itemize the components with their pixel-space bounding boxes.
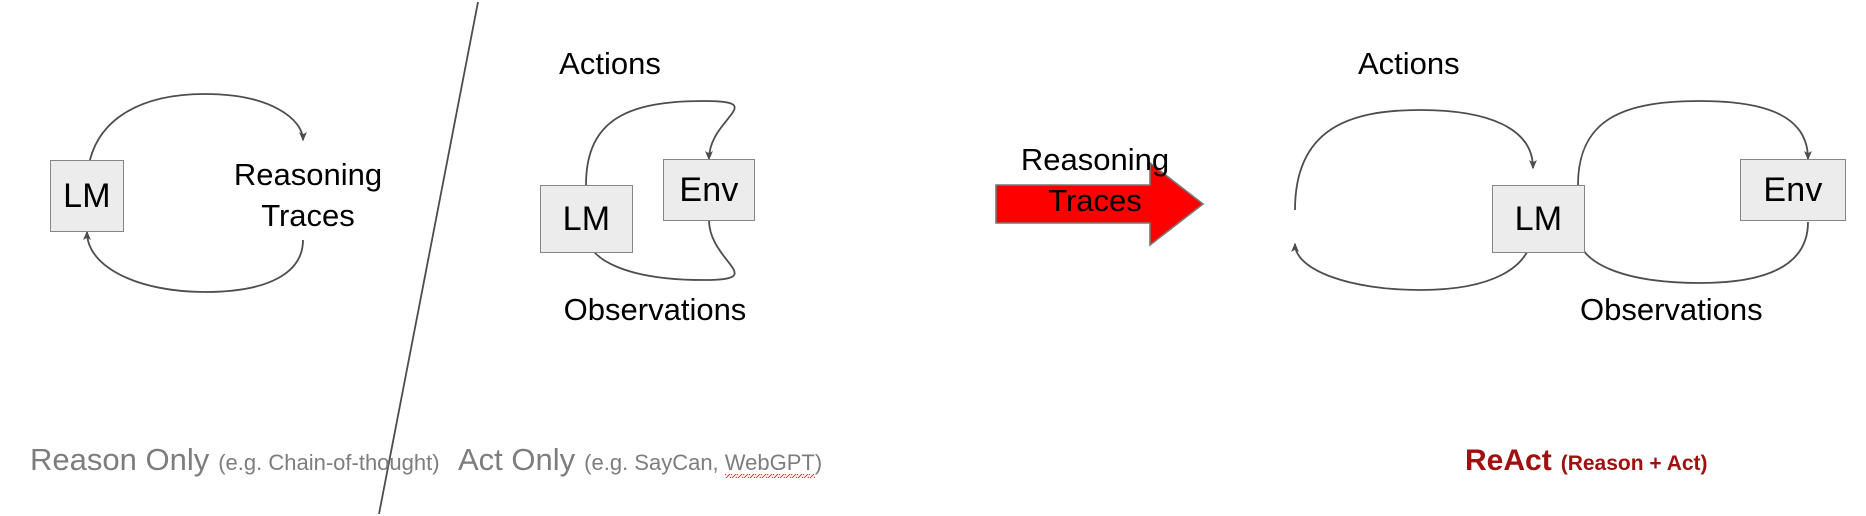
react-traces-line2: Traces [1048, 182, 1142, 218]
react-caption-sub: (Reason + Act) [1560, 452, 1708, 475]
react-actions-text: Actions [1358, 46, 1460, 81]
react-observations-label: Observations [1580, 290, 1866, 331]
react-actions-label: Actions [1315, 44, 1866, 85]
act-only-env-box[interactable]: Env [663, 159, 755, 221]
act-only-caption: Act Only (e.g. SayCan, WebGPT) [458, 442, 823, 478]
act-only-observations-label: Observations [490, 290, 820, 331]
panel-divider [378, 1, 479, 515]
react-traces-label: Reasoning Traces [1010, 140, 1180, 222]
react-caption-main: ReAct [1465, 444, 1552, 477]
reason-only-lm-label: LM [63, 177, 111, 215]
act-only-lm-label: LM [562, 200, 611, 238]
reason-only-traces-label: Reasoning Traces [228, 155, 388, 237]
react-env-label: Env [1763, 171, 1823, 209]
react-lm-label: LM [1514, 200, 1563, 238]
act-only-lm-box[interactable]: LM [540, 185, 633, 253]
react-observations-text: Observations [1580, 292, 1763, 327]
react-env-box[interactable]: Env [1740, 159, 1846, 221]
reason-only-caption-sub: (e.g. Chain-of-thought) [218, 450, 440, 475]
reason-only-caption-main: Reason Only [30, 442, 210, 477]
reason-only-traces-line2: Traces [261, 197, 355, 233]
act-only-observations-text: Observations [563, 292, 747, 327]
react-lm-box[interactable]: LM [1492, 185, 1585, 253]
act-only-caption-sub-flagged: WebGPT [724, 450, 815, 478]
react-caption: ReAct (Reason + Act) [1465, 446, 1708, 476]
act-only-caption-sub-post: ) [814, 450, 823, 475]
act-only-caption-sub: (e.g. SayCan, WebGPT) [584, 450, 823, 478]
reason-only-caption: Reason Only (e.g. Chain-of-thought) [30, 444, 440, 475]
reason-only-traces-line1: Reasoning [233, 157, 383, 192]
reason-only-lm-box[interactable]: LM [50, 160, 124, 232]
act-only-caption-main: Act Only [458, 442, 576, 477]
act-only-env-label: Env [679, 171, 739, 209]
react-traces-line1: Reasoning [1020, 142, 1170, 177]
act-only-actions-label: Actions [515, 44, 705, 85]
act-only-actions-text: Actions [559, 46, 661, 81]
act-only-caption-sub-pre: (e.g. SayCan, [584, 450, 725, 475]
